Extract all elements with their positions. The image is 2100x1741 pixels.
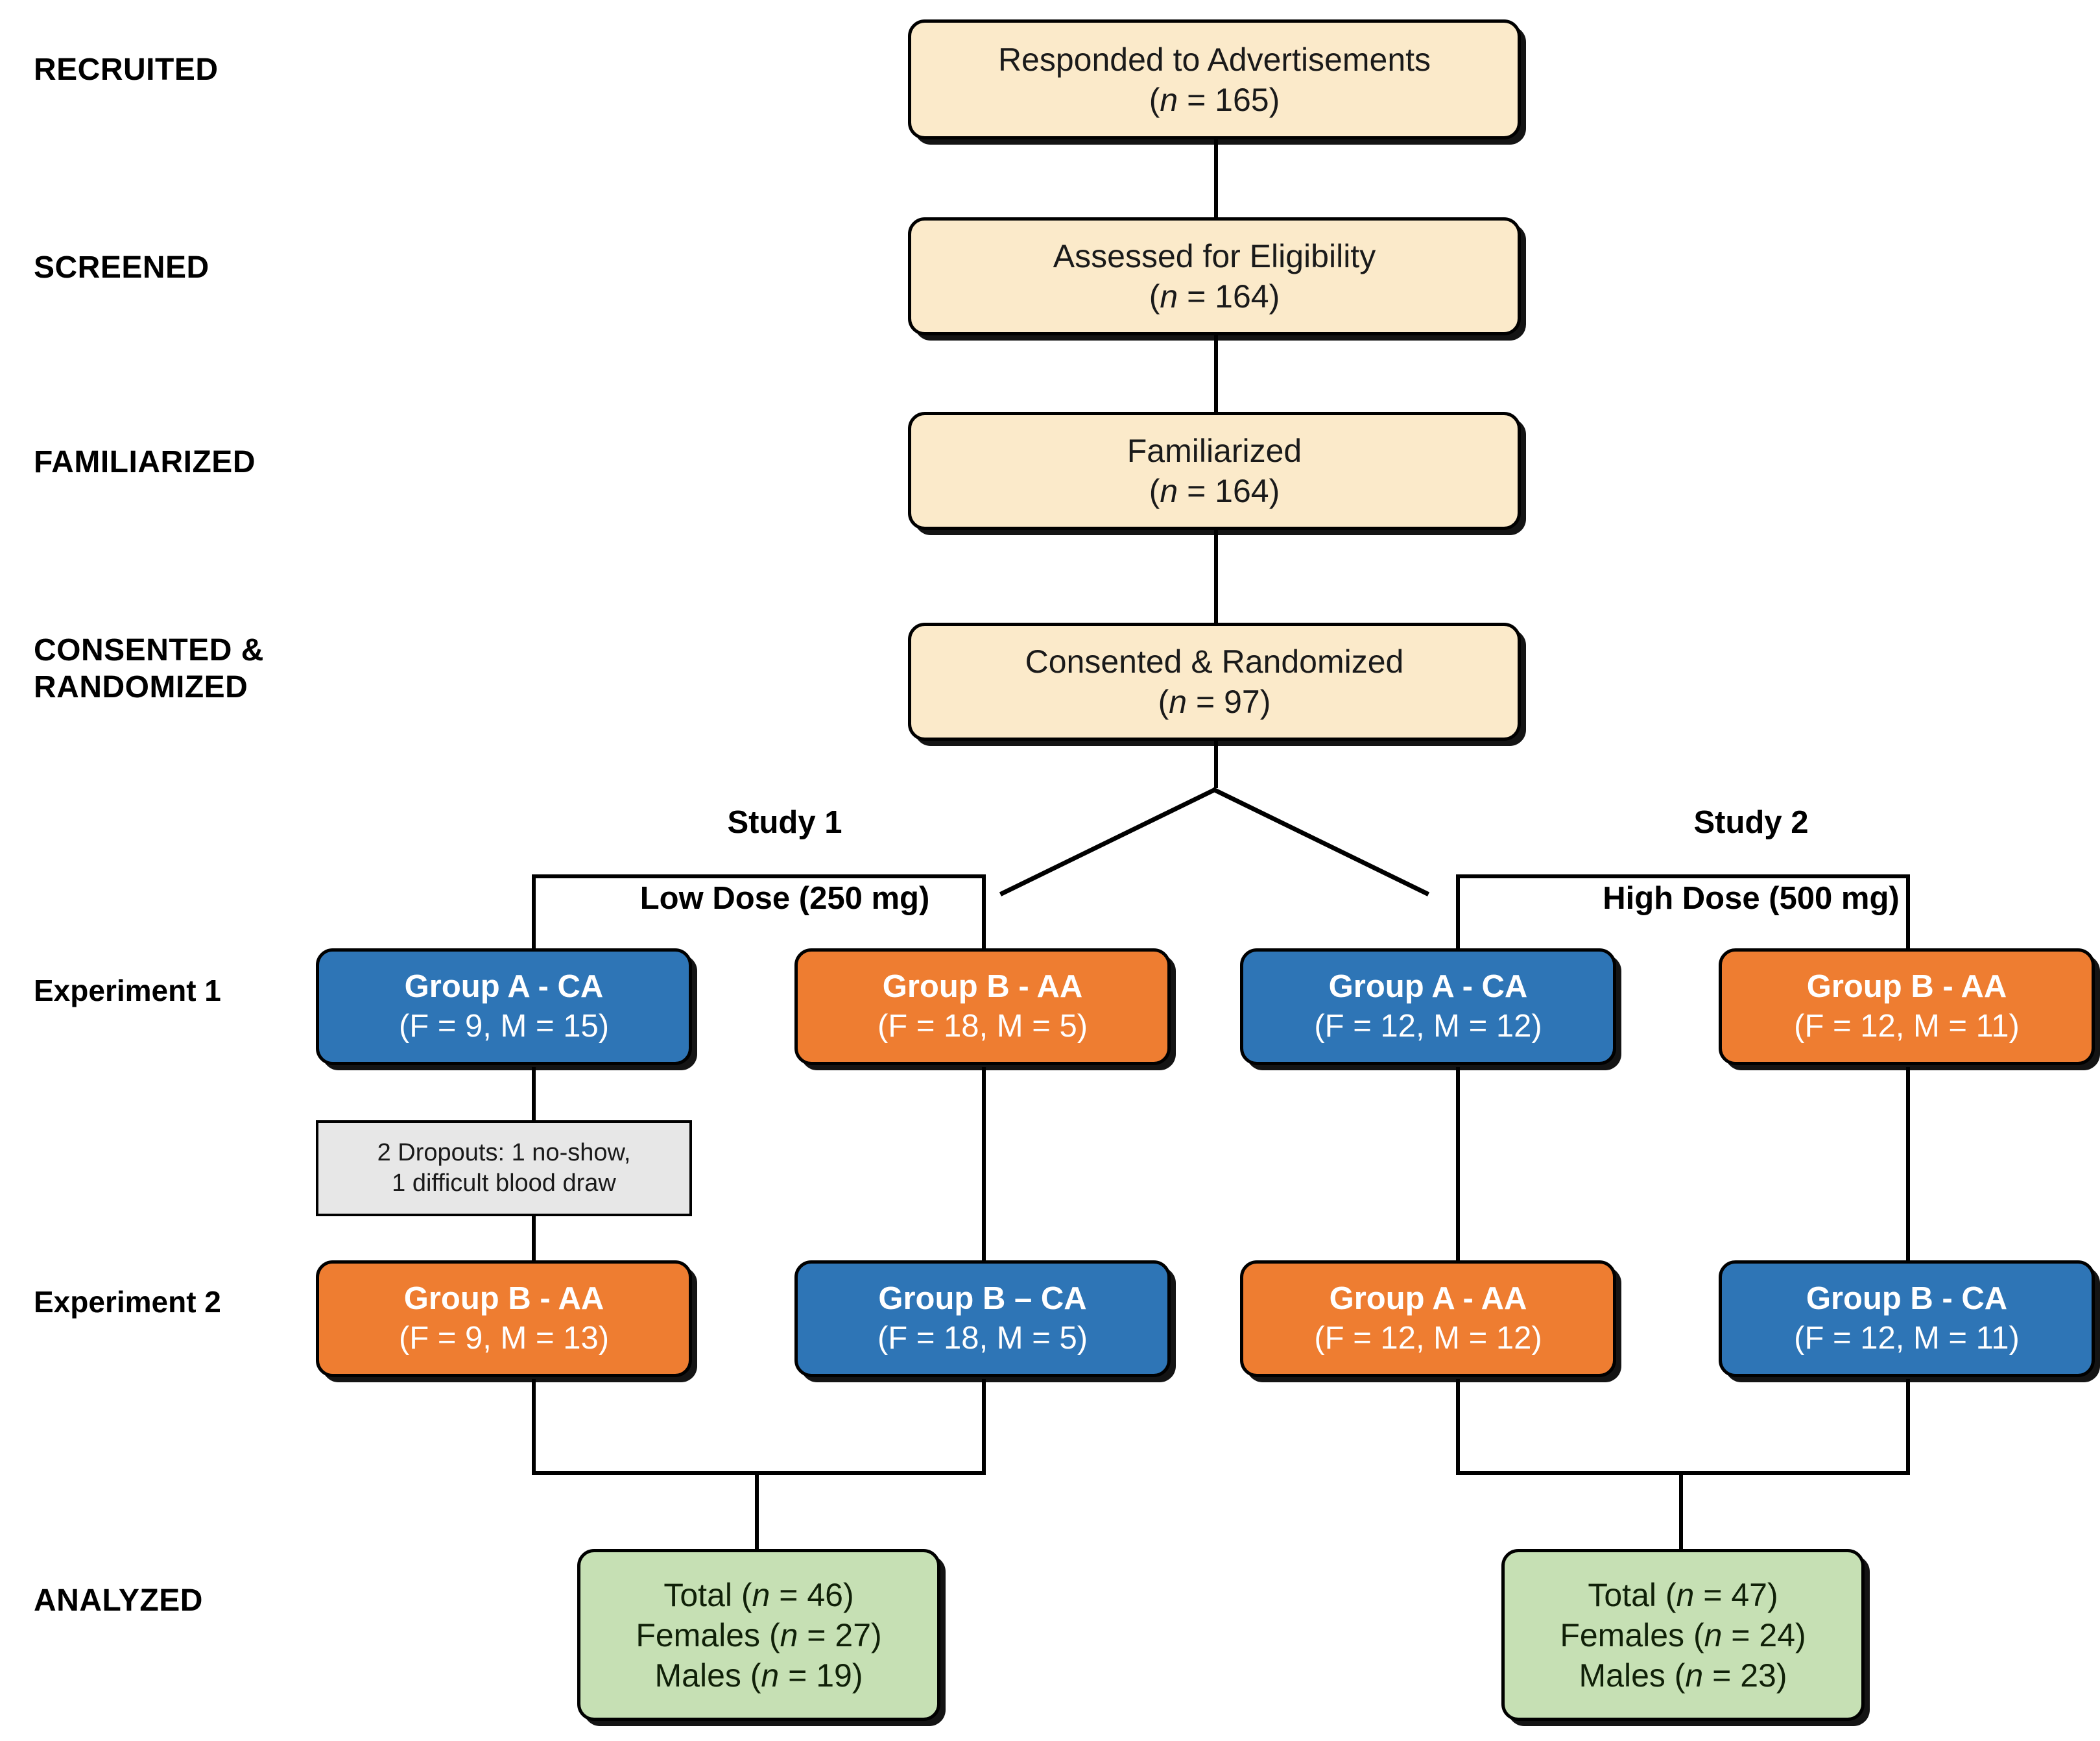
node-assessed-count: (n = 164) [1149,278,1280,315]
study-2-dose: High Dose (500 mg) [1603,881,1900,917]
bracket-analyzed1-bar [532,1471,986,1475]
bracket-study1-right-drop [982,874,986,951]
node-analyzed-study1-males: Males (n = 19) [654,1657,863,1694]
connector-analyzed1-drop [755,1471,759,1549]
node-analyzed-study2-total: Total (n = 47) [1588,1576,1778,1613]
node-exp1-study2-group-a: Group A - CA (F = 12, M = 12) [1240,948,1616,1065]
node-exp2-study2-left-label: Group A - AA [1329,1281,1527,1317]
bracket-study1-top [532,874,986,878]
node-dropouts: 2 Dropouts: 1 no-show, 1 difficult blood… [316,1120,692,1216]
node-analyzed-study2: Total (n = 47) Females (n = 24) Males (n… [1501,1549,1865,1721]
node-exp2-study1-left-counts: (F = 9, M = 13) [398,1321,610,1356]
node-dropouts-line2: 1 difficult blood draw [392,1170,616,1197]
node-exp2-study2-left: Group A - AA (F = 12, M = 12) [1240,1260,1616,1377]
study-2-label: Study 2 High Dose (500 mg) [1505,765,1998,918]
stage-label-consented-randomized: CONSENTED & RANDOMIZED [34,633,264,704]
bracket-study2-right-drop [1906,874,1910,951]
bracket-analyzed1-right-rise [982,1379,986,1475]
node-exp1-study1-group-b-label: Group B - AA [882,969,1083,1005]
stage-label-analyzed: ANALYZED [34,1583,203,1618]
node-responded-count: (n = 165) [1149,81,1280,118]
stage-label-experiment-2: Experiment 2 [34,1285,221,1319]
bracket-study2-top [1456,874,1910,878]
node-exp2-study2-right: Group B - CA (F = 12, M = 11) [1719,1260,2095,1377]
node-familiarized-count: (n = 164) [1149,473,1280,509]
node-consented-title: Consented & Randomized [1025,643,1404,680]
node-exp1-study1-group-a-counts: (F = 9, M = 15) [398,1009,610,1044]
stage-label-screened: SCREENED [34,250,209,285]
node-exp1-study1-group-b-counts: (F = 18, M = 5) [877,1009,1088,1044]
node-analyzed-study2-males: Males (n = 23) [1579,1657,1787,1694]
node-exp1-study2-group-a-counts: (F = 12, M = 12) [1314,1009,1542,1044]
node-responded-to-advertisements: Responded to Advertisements (n = 165) [908,19,1521,139]
bracket-study1-left-drop [532,874,536,951]
node-consented-count: (n = 97) [1158,684,1271,720]
connector-exp1-s1a-to-dropouts [532,1067,536,1120]
node-familiarized: Familiarized (n = 164) [908,412,1521,530]
bracket-analyzed2-right-rise [1906,1379,1910,1475]
connector-analyzed2-drop [1679,1471,1683,1549]
study-1-label: Study 1 Low Dose (250 mg) [558,765,1012,918]
node-exp1-study1-group-b: Group B - AA (F = 18, M = 5) [794,948,1171,1065]
bracket-analyzed2-left-rise [1456,1379,1460,1475]
bracket-study2-left-drop [1456,874,1460,951]
node-familiarized-title: Familiarized [1127,433,1302,469]
node-analyzed-study1-females: Females (n = 27) [636,1616,882,1653]
node-analyzed-study1-total: Total (n = 46) [663,1576,854,1613]
connector-familiarized-to-consented [1214,529,1218,623]
connector-dropouts-to-exp2-s1-left [532,1216,536,1260]
node-exp2-study1-right-counts: (F = 18, M = 5) [877,1321,1088,1356]
bracket-analyzed2-bar [1456,1471,1910,1475]
node-exp2-study2-left-counts: (F = 12, M = 12) [1314,1321,1542,1356]
node-exp1-study1-group-a-label: Group A - CA [404,969,604,1005]
node-exp1-study2-group-b-counts: (F = 12, M = 11) [1794,1009,2020,1044]
connector-split-left-branch [999,787,1217,896]
connector-responded-to-assessed [1214,139,1218,217]
study-2-title: Study 2 [1693,804,1809,840]
connector-exp1-s2b-to-exp2-s2-right [1906,1067,1910,1260]
node-exp2-study1-left-label: Group B - AA [403,1281,604,1317]
connector-exp1-s2a-to-exp2-s2-left [1456,1067,1460,1260]
node-exp2-study1-right-label: Group B – CA [878,1281,1087,1317]
node-analyzed-study1: Total (n = 46) Females (n = 27) Males (n… [577,1549,940,1721]
node-dropouts-line1: 2 Dropouts: 1 no-show, [377,1138,631,1166]
connector-consented-to-split [1214,723,1218,788]
connector-assessed-to-familiarized [1214,334,1218,412]
node-consented-and-randomized: Consented & Randomized (n = 97) [908,623,1521,741]
node-exp1-study2-group-b-label: Group B - AA [1806,969,2007,1005]
node-exp2-study2-right-counts: (F = 12, M = 11) [1794,1321,2020,1356]
stage-label-familiarized: FAMILIARIZED [34,445,256,479]
node-assessed-title: Assessed for Eligibility [1053,238,1376,274]
connector-split-right-branch [1211,787,1430,896]
stage-label-experiment-1: Experiment 1 [34,974,221,1007]
node-exp1-study1-group-a: Group A - CA (F = 9, M = 15) [316,948,692,1065]
node-exp2-study1-left: Group B - AA (F = 9, M = 13) [316,1260,692,1377]
node-exp2-study1-right: Group B – CA (F = 18, M = 5) [794,1260,1171,1377]
bracket-analyzed1-left-rise [532,1379,536,1475]
node-analyzed-study2-females: Females (n = 24) [1560,1616,1806,1653]
node-exp2-study2-right-label: Group B - CA [1806,1281,2008,1317]
node-exp1-study2-group-b: Group B - AA (F = 12, M = 11) [1719,948,2095,1065]
study-1-dose: Low Dose (250 mg) [639,881,930,917]
stage-label-recruited: RECRUITED [34,53,219,87]
node-assessed-for-eligibility: Assessed for Eligibility (n = 164) [908,217,1521,335]
node-responded-title: Responded to Advertisements [997,41,1431,78]
node-exp1-study2-group-a-label: Group A - CA [1328,969,1528,1005]
study-1-title: Study 1 [727,804,842,840]
connector-exp1-s1b-to-exp2-s1-right [982,1067,986,1260]
